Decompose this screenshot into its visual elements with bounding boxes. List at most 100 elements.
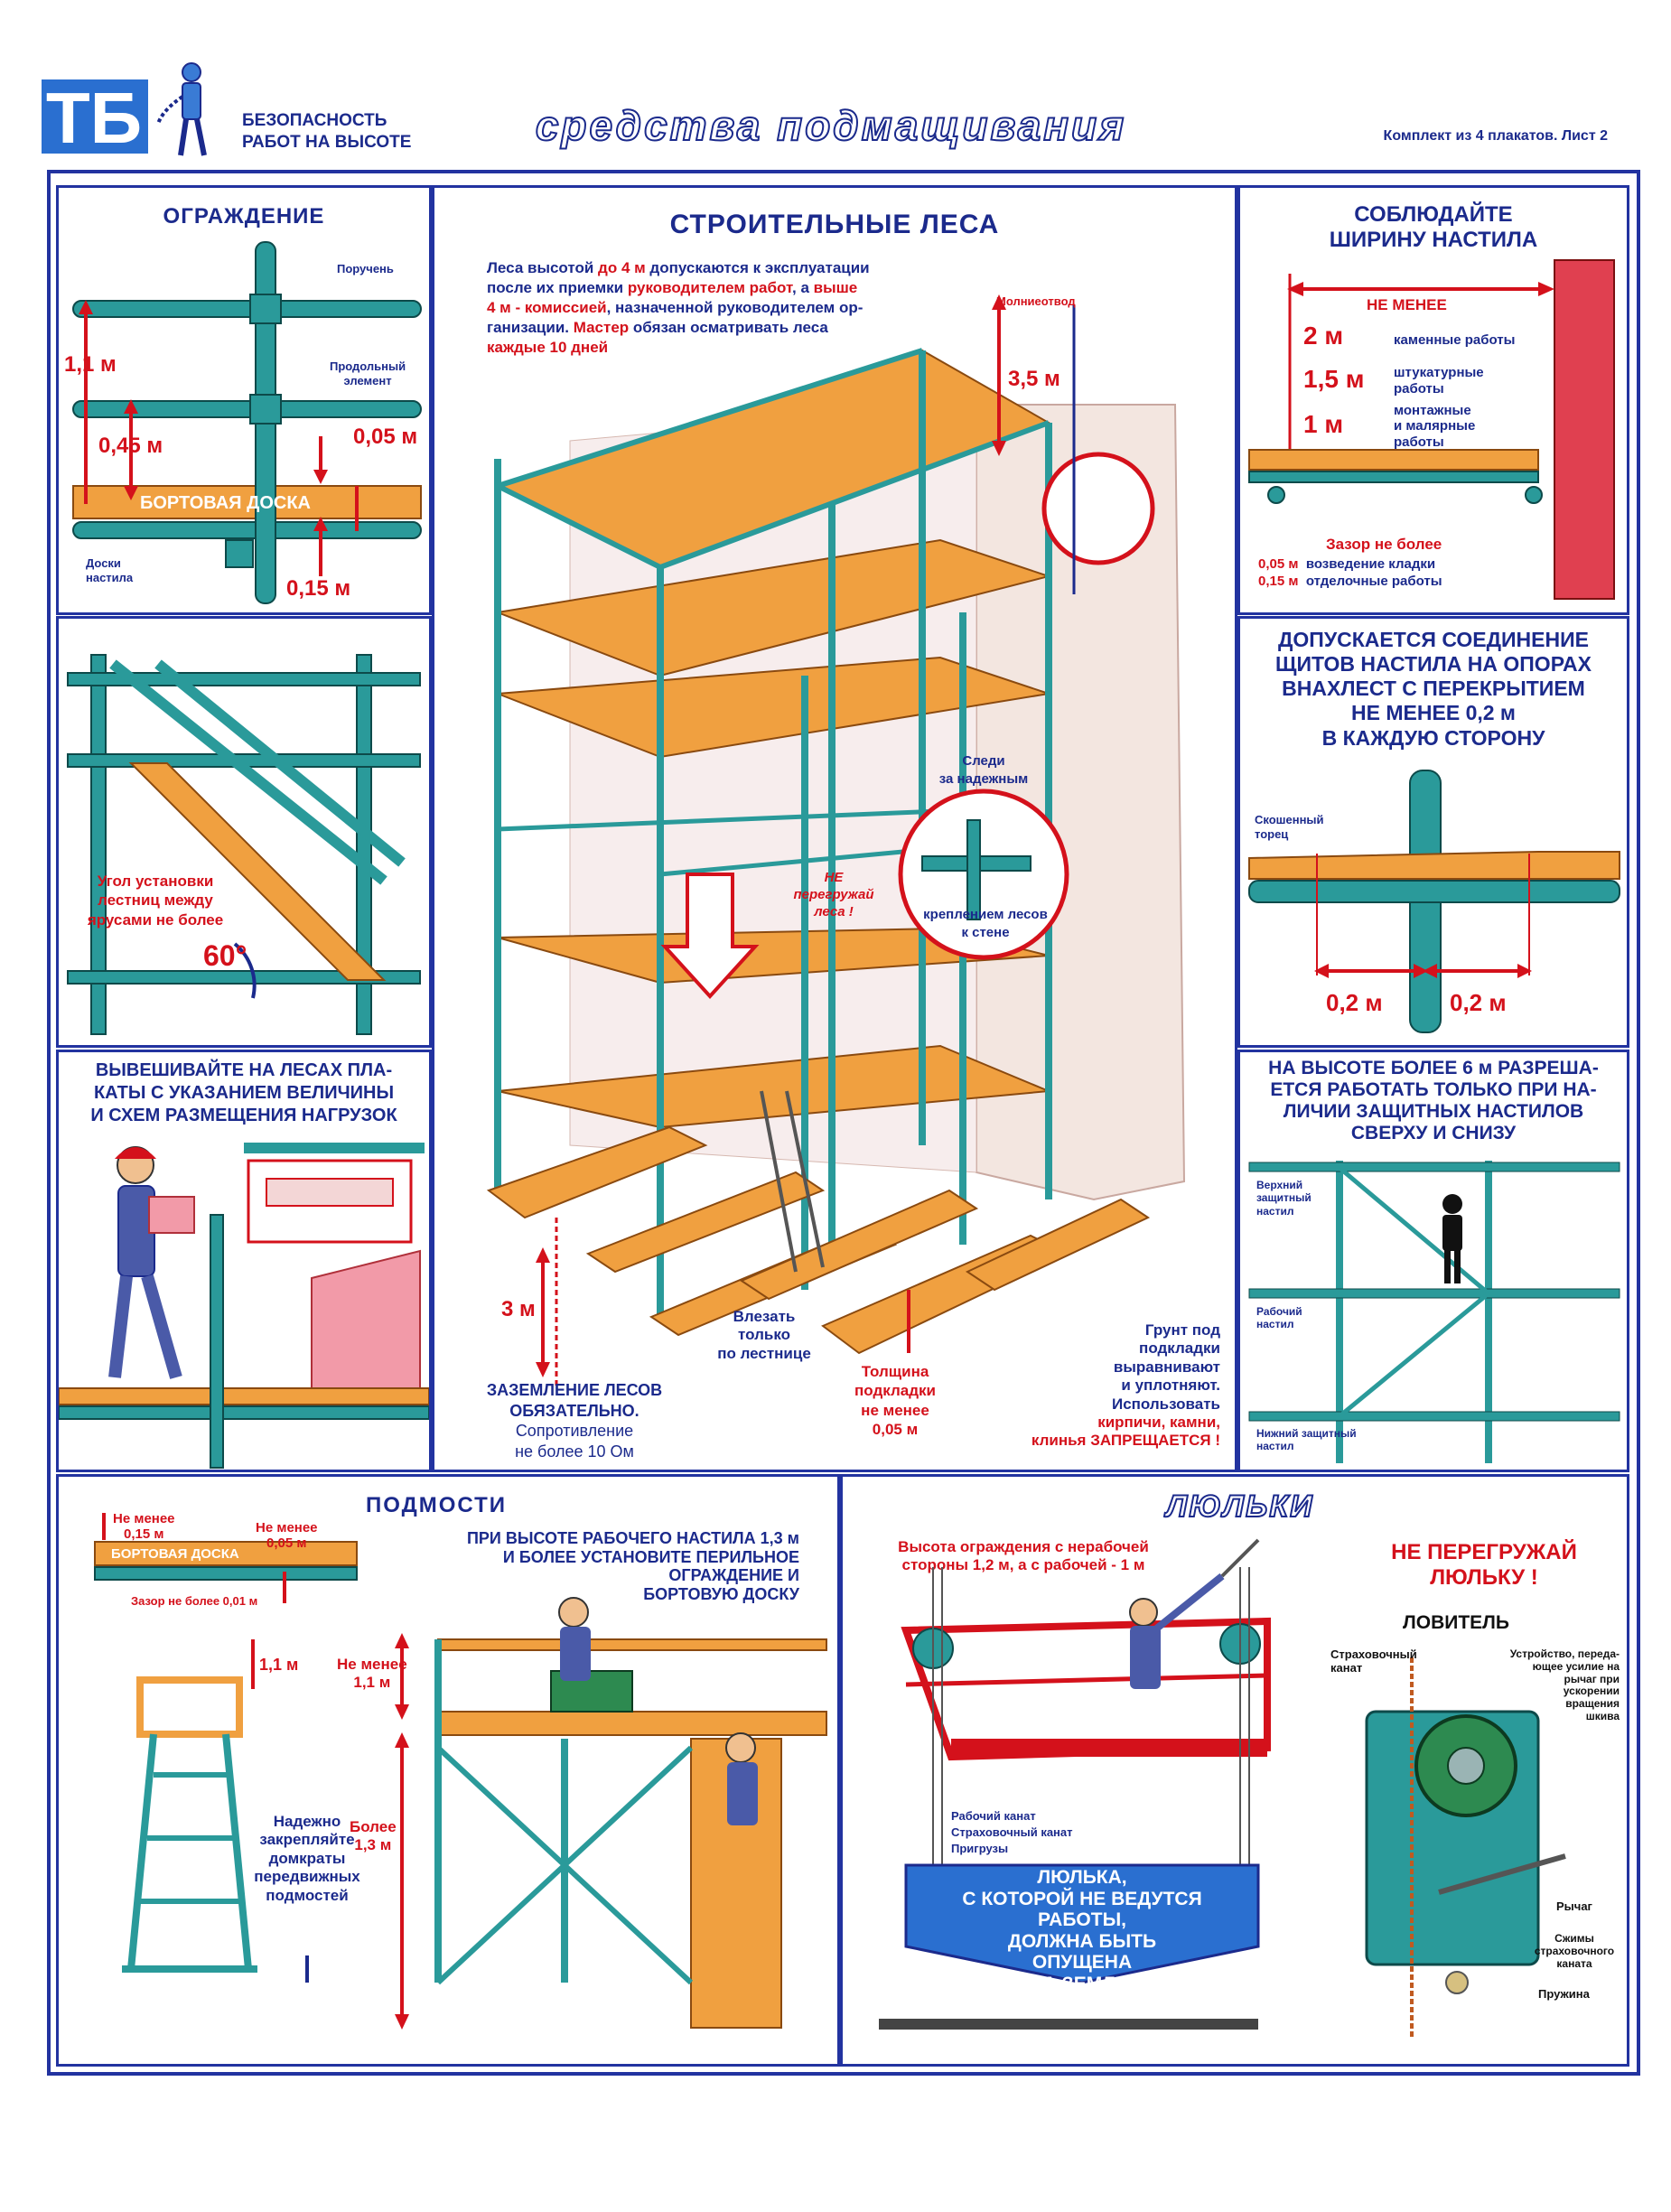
- arrow-line-5: ОПУЩЕНА: [1032, 1952, 1133, 1974]
- cradle-drawing: [879, 1538, 1566, 2037]
- intro-part-1: Леса высотой: [487, 259, 599, 276]
- height-0-05: 0,05 м: [353, 425, 418, 449]
- arrow-line-2: С КОТОРОЙ НЕ ВЕДУТСЯ: [962, 1888, 1202, 1909]
- intro-part-3: допускаются к эксплуатации: [645, 259, 870, 276]
- watch-line-3: креплением лесов: [923, 907, 1048, 922]
- weights-label: Пригрузы: [951, 1842, 1009, 1855]
- posters-line-3: И СХЕМ РАЗМЕЩЕНИЯ НАГРУЗОК: [90, 1106, 397, 1125]
- intro-part-5: руководителем работ: [627, 279, 793, 297]
- catcher-device-line-3: рычаг при: [1564, 1672, 1620, 1685]
- catcher-clamp-line-1: Сжимы: [1554, 1932, 1594, 1945]
- width-title-line-1: СОБЛЮДАЙТЕ: [1354, 202, 1513, 227]
- jack-line-2: закрепляйте: [259, 1831, 355, 1849]
- catcher-title: ЛОВИТЕЛЬ: [1403, 1612, 1509, 1633]
- gap-0-05-label: возведение кладки: [1305, 556, 1436, 572]
- rope-safety-label: Страховочный канат: [951, 1825, 1073, 1839]
- top-deck-label: Верхний защитный настил: [1256, 1179, 1312, 1218]
- nm-0-05-line-2: 0,05 м: [266, 1535, 307, 1552]
- cradle-fence-line-1: Высота ограждения с нерабочей: [898, 1538, 1149, 1555]
- heights-line-1: НА ВЫСОТЕ БОЛЕЕ 6 м РАЗРЕША-: [1268, 1058, 1599, 1078]
- catcher-spring-label: Пружина: [1538, 1987, 1590, 2001]
- panel-scaffold: СТРОИТЕЛЬНЫЕ ЛЕСА Леса высотой до 4 м до…: [432, 185, 1237, 1472]
- panel-podmosti: ПОДМОСТИ Не: [56, 1474, 840, 2067]
- cradle-no-overload-line-1: НЕ ПЕРЕГРУЖАЙ: [1391, 1540, 1577, 1564]
- deck-line-2: настила: [86, 570, 134, 584]
- gap-0-05: 0,05 м: [1258, 556, 1299, 572]
- no-overload-line-1: НЕ: [824, 870, 844, 885]
- logo-icon: ТБ: [42, 78, 148, 158]
- ground-line-1: ЗАЗЕМЛЕНИЕ ЛЕСОВ: [486, 1381, 663, 1399]
- pad-line-1: Толщина: [861, 1363, 929, 1380]
- width-2m: 2 м: [1303, 322, 1344, 350]
- height-0-45: 0,45 м: [98, 434, 163, 458]
- arrow-line-3: РАБОТЫ,: [1038, 1909, 1126, 1931]
- arrow-line-6: НА ЗЕМЛЮ: [1029, 1973, 1135, 1994]
- no-overload-note: НЕ перегружай леса !: [789, 870, 879, 920]
- soil-line-5: Использовать: [1111, 1395, 1220, 1413]
- bevel-label: Скошенный торец: [1255, 813, 1324, 841]
- height-3-5: 3,5 м: [1008, 367, 1060, 391]
- board-label: БОРТОВАЯ ДОСКА: [140, 493, 312, 513]
- intro-part-7: выше: [813, 279, 858, 297]
- climb-line-3: по лестнице: [717, 1344, 811, 1362]
- podmosti-rule: ПРИ ВЫСОТЕ РАБОЧЕГО НАСТИЛА 1,3 м И БОЛЕ…: [438, 1529, 799, 1604]
- pad-line-2: подкладки: [854, 1382, 936, 1400]
- handrail-label: Поручень: [337, 262, 394, 275]
- jack-line-3: домкраты: [268, 1849, 346, 1867]
- intro-part-8: 4 м - комиссией: [487, 299, 607, 317]
- catcher-clamp-line-3: каната: [1556, 1956, 1592, 1970]
- heights-line-3: ЛИЧИИ ЗАЩИТНЫХ НАСТИЛОВ: [1283, 1101, 1584, 1123]
- soil-note: Грунт под подкладки выравнивают и уплотн…: [994, 1321, 1220, 1451]
- gap-0-15: 0,15 м: [1258, 573, 1299, 589]
- soil-line-8: ЗАПРЕЩАЕТСЯ !: [1090, 1432, 1220, 1450]
- jack-line-5: подмостей: [266, 1886, 349, 1904]
- heights-title: НА ВЫСОТЕ БОЛЕЕ 6 м РАЗРЕША- ЕТСЯ РАБОТА…: [1240, 1058, 1627, 1145]
- soil-line-6: кирпичи, камни,: [1097, 1413, 1220, 1431]
- page-title: средства подмащивания: [535, 101, 1127, 150]
- cradle-no-overload-line-2: ЛЮЛЬКУ !: [1430, 1564, 1538, 1590]
- nm-0-05: Не менее 0,05 м: [256, 1520, 318, 1552]
- nm-0-15: Не менее 0,15 м: [113, 1511, 175, 1543]
- watch-note-2: креплением лесов к стене: [913, 906, 1058, 941]
- poster-frame: [47, 170, 1640, 2076]
- heights-drawing: [1248, 1161, 1620, 1463]
- width-1m-line-1: монтажные: [1394, 403, 1471, 418]
- width-1m: 1 м: [1303, 410, 1344, 438]
- no-overload-line-3: леса !: [814, 903, 854, 919]
- soil-line-1: Грунт под: [1144, 1321, 1220, 1339]
- podmosti-title: ПОДМОСТИ: [366, 1493, 508, 1517]
- posters-note: ВЫВЕШИВАЙТЕ НА ЛЕСАХ ПЛА- КАТЫ С УКАЗАНИ…: [59, 1059, 429, 1127]
- catcher-clamp-label: Сжимы страховочного каната: [1529, 1932, 1620, 1970]
- longitudinal-line-1: Продольный: [330, 359, 406, 373]
- ground-line-2: ОБЯЗАТЕЛЬНО.: [509, 1401, 639, 1420]
- bottom-deck-line-2: настил: [1256, 1440, 1294, 1453]
- no-overload-line-2: перегружай: [793, 886, 874, 902]
- width-1-5m-line-1: штукатурные: [1394, 365, 1484, 380]
- work-deck-line-1: Рабочий: [1256, 1305, 1302, 1318]
- posters-line-2: КАТЫ С УКАЗАНИЕМ ВЕЛИЧИНЫ: [93, 1083, 395, 1103]
- top-deck-line-3: настил: [1256, 1204, 1294, 1218]
- watch-line-4: к стене: [961, 924, 1010, 940]
- not-less-label: НЕ МЕНЕЕ: [1367, 296, 1447, 313]
- width-2m-label: каменные работы: [1394, 332, 1516, 348]
- overlap-title: ДОПУСКАЕТСЯ СОЕДИНЕНИЕ ЩИТОВ НАСТИЛА НА …: [1240, 628, 1627, 751]
- width-title: СОБЛЮДАЙТЕ ШИРИНУ НАСТИЛА: [1240, 202, 1627, 252]
- cradle-title: ЛЮЛЬКИ: [1165, 1489, 1314, 1525]
- scaffold-drawing: [486, 294, 1186, 1389]
- scaffold-title: СТРОИТЕЛЬНЫЕ ЛЕСА: [669, 210, 1000, 239]
- soil-line-2: подкладки: [1139, 1339, 1220, 1358]
- width-1m-line-3: работы: [1394, 434, 1444, 450]
- podmosti-drawing: [94, 1513, 827, 2030]
- more-1-3-line-1: Более: [350, 1818, 397, 1835]
- lower-cradle-note: ЛЮЛЬКА, С КОТОРОЙ НЕ ВЕДУТСЯ РАБОТЫ, ДОЛ…: [924, 1867, 1240, 1994]
- intro-part-12: обязан осматривать леса: [629, 319, 828, 337]
- overlap-line-5: В КАЖДУЮ СТОРОНУ: [1321, 725, 1545, 750]
- catcher-device-label: Устройство, переда- ющее усилие на рычаг…: [1493, 1647, 1620, 1723]
- bottom-deck-line-1: Нижний защитный: [1256, 1427, 1357, 1440]
- series-title: БЕЗОПАСНОСТЬ РАБОТ НА ВЫСОТЕ: [242, 110, 411, 154]
- cradle-no-overload: НЕ ПЕРЕГРУЖАЙ ЛЮЛЬКУ !: [1349, 1540, 1620, 1590]
- catcher-rope-line-2: канат: [1330, 1660, 1363, 1675]
- intro-part-10: ганизации.: [487, 319, 574, 337]
- panel-heights: НА ВЫСОТЕ БОЛЕЕ 6 м РАЗРЕША- ЕТСЯ РАБОТА…: [1237, 1050, 1629, 1472]
- overlap-line-1: ДОПУСКАЕТСЯ СОЕДИНЕНИЕ: [1278, 628, 1589, 651]
